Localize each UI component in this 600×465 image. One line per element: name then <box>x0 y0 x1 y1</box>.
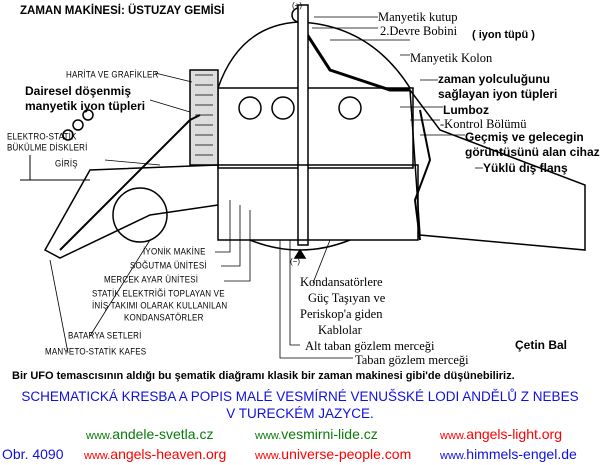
plus-label: (+) <box>292 1 302 10</box>
label-taban: Taban gözlem merceği <box>355 353 469 367</box>
label-dairesel-2: manyetik iyon tüpleri <box>25 99 146 113</box>
label-sogutma: SOĞUTMA ÜNİTESİ <box>130 260 207 271</box>
label-kafes: MANYETO-STATİK KAFES <box>45 346 147 357</box>
porthole <box>238 96 262 120</box>
link-angels-heaven[interactable]: www.angels-heaven.org <box>84 447 226 462</box>
label-zaman-2: sağlayan iyon tüpleri <box>438 87 558 101</box>
label-mercek: MERCEK AYAR ÜNİTESİ <box>104 274 199 285</box>
label-elektro-1: ELEKTRO-STATİK <box>7 131 77 142</box>
link-prefix: www. <box>84 450 111 462</box>
porthole <box>271 96 295 120</box>
label-statik-2: İNİŞ TAKIMI OLARAK KULLANILAN <box>92 300 228 311</box>
link-himmels-engel[interactable]: www.himmels-engel.de <box>440 447 577 462</box>
label-gecmis-1: Geçmiş ve gelecegin <box>465 130 584 144</box>
label-manyetik-kolon: Manyetik Kolon <box>410 51 493 65</box>
label-kontrol: -Kontrol Bölümü <box>440 117 527 131</box>
link-prefix: www. <box>255 450 282 462</box>
link-prefix: www. <box>440 450 467 462</box>
label-manyetik-kutup: Manyetik kutup <box>378 10 458 24</box>
link-text: himmels-engel.de <box>466 446 577 462</box>
link-text: andele-svetla.cz <box>112 426 214 442</box>
label-giris: GİRİŞ <box>55 158 78 169</box>
link-prefix: www. <box>440 430 467 442</box>
label-kond-1: Kondansatörlere <box>300 275 383 289</box>
link-prefix: www. <box>86 430 113 442</box>
label-batarya: BATARYA SETLERİ <box>68 330 142 341</box>
label-iyon-tupu: ( iyon tüpü ) <box>472 29 535 41</box>
link-text: universe-people.com <box>281 446 412 462</box>
ufo-diagram <box>20 4 586 359</box>
label-kond-2: Güç Taşıyan ve <box>308 291 386 305</box>
label-flans: Yüklü dış flanş <box>483 161 568 175</box>
link-text: angels-heaven.org <box>110 446 227 462</box>
label-kond-4: Kablolar <box>318 323 362 337</box>
label-dairesel-1: Dairesel döşenmiş <box>25 84 132 98</box>
label-zaman-1: zaman yolculuğunu <box>438 72 551 86</box>
diagram-title: ZAMAN MAKİNESİ: ÜSTUZAY GEMİSİ <box>20 5 225 17</box>
czech-line-1: SCHEMATICKÁ KRESBA A POPIS MALÉ VESMÍRNÉ… <box>21 389 579 404</box>
label-statik-3: KONDANSATÖRLER <box>124 312 204 323</box>
porthole <box>338 96 362 120</box>
link-text: vesmirni-lide.cz <box>281 426 378 442</box>
label-gecmis-2: görüntüsünü alan cihaz <box>465 145 600 159</box>
caption: Bir UFO temascısının aldığı bu şematik d… <box>12 370 515 382</box>
link-andele-svetla[interactable]: www.andele-svetla.cz <box>86 427 213 442</box>
left-flange <box>43 164 219 259</box>
column <box>217 87 414 169</box>
label-harita: HARİTA VE GRAFİKLER <box>66 69 159 80</box>
link-vesmirni-lide[interactable]: www.vesmirni-lide.cz <box>255 427 378 442</box>
link-prefix: www. <box>255 430 282 442</box>
label-devre-bobini: 2.Devre Bobini <box>380 24 458 38</box>
link-angels-light[interactable]: www.angels-light.org <box>440 427 562 442</box>
capacitor-circle <box>112 187 168 243</box>
minus-label: (−) <box>290 257 300 266</box>
link-text: angels-light.org <box>466 426 563 442</box>
author: Çetin Bal <box>515 338 568 352</box>
figure-number: Obr. 4090 <box>2 446 64 462</box>
link-universe-people[interactable]: www.universe-people.com <box>255 447 411 462</box>
label-kond-3: Periskop'a giden <box>300 307 383 321</box>
label-lumboz: Lumboz <box>443 103 489 117</box>
czech-line-2: V TURECKÉM JAZYCE. <box>226 406 374 421</box>
label-iyonik: İYONİK MAKİNE <box>143 246 206 257</box>
label-statik-1: STATİK ELEKTRİĞİ TOPLAYAN VE <box>92 288 225 299</box>
label-alt-taban: Alt taban gözlem merceği <box>305 339 435 353</box>
label-elektro-2: BÜKÜLME DİSKLERİ <box>7 142 88 153</box>
